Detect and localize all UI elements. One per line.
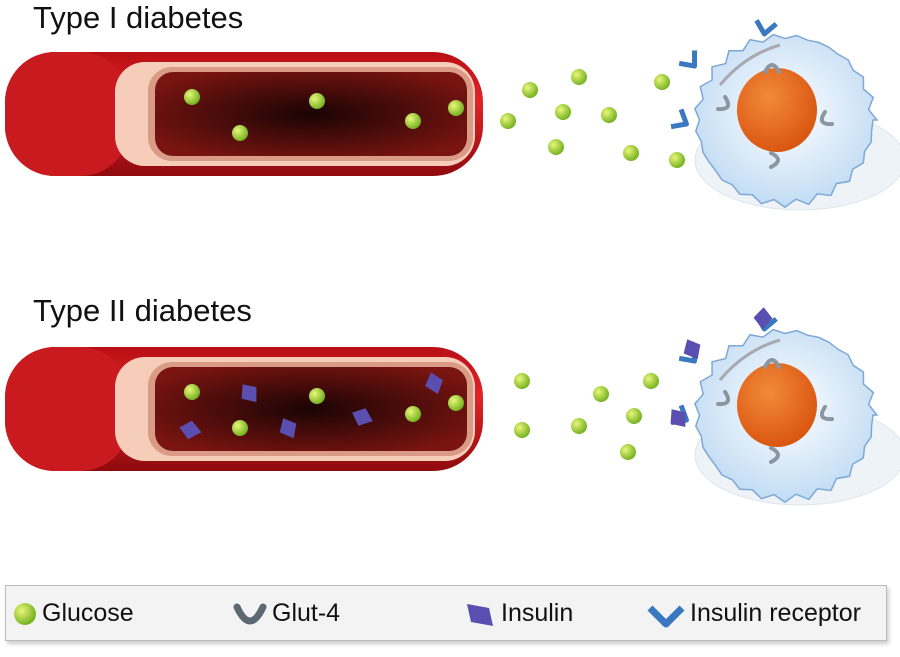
- legend-insulin-receptor: Insulin receptor: [646, 599, 861, 628]
- legend: Glucose Glut-4 Insulin Insulin receptor: [5, 585, 887, 641]
- glucose-icon: [232, 420, 248, 436]
- insulin-receptor-icon: [670, 108, 689, 130]
- legend-glucose-label: Glucose: [42, 599, 134, 627]
- vessel-cut-end: [5, 52, 130, 176]
- glut4-icon: [763, 358, 781, 369]
- insulin-icon: [179, 420, 202, 440]
- glucose-icon: [448, 100, 464, 116]
- legend-insulin: Insulin: [461, 599, 573, 628]
- glucose-icon: [522, 82, 538, 98]
- glut4-icon: [763, 63, 781, 74]
- glucose-icon: [555, 104, 571, 120]
- nucleus: [737, 68, 817, 152]
- glucose-icon: [654, 74, 670, 90]
- blood-vessel-type2: [5, 347, 483, 471]
- legend-insulin-label: Insulin: [501, 599, 574, 627]
- cell-type1: [694, 33, 900, 211]
- insulin-receptor-icon: [678, 50, 698, 69]
- glucose-icon: [405, 113, 421, 129]
- glut4-icon: [819, 404, 834, 422]
- cell-type2: [694, 328, 900, 506]
- glucose-icon: [514, 373, 530, 389]
- vessel-cut-end: [5, 347, 130, 471]
- glucose-icon: [669, 152, 685, 168]
- insulin-icon: [279, 418, 297, 439]
- type2-title: Type II diabetes: [33, 293, 252, 328]
- golgi: [718, 43, 781, 86]
- insulin-icon: [425, 372, 443, 395]
- blood: [155, 72, 467, 156]
- glucose-icon: [593, 386, 609, 402]
- legend-glut4: Glut-4: [232, 599, 340, 628]
- glucose-icon: [405, 406, 421, 422]
- insulin-receptor-icon: [647, 605, 685, 627]
- insulin-icon: [352, 408, 373, 426]
- glucose-icon: [643, 373, 659, 389]
- glucose-icon: [309, 388, 325, 404]
- legend-glut4-label: Glut-4: [272, 599, 341, 627]
- glucose-icon: [620, 444, 636, 460]
- glucose-icon: [623, 145, 639, 161]
- glucose-icon: [500, 113, 516, 129]
- insulin-icon: [670, 409, 686, 428]
- glucose-icon: [232, 125, 248, 141]
- glut4-icon: [819, 109, 834, 127]
- insulin-icon: [683, 339, 701, 360]
- golgi: [718, 338, 781, 381]
- insulin-icon: [753, 307, 773, 330]
- glut4-icon: [769, 446, 780, 464]
- glut4-icon: [716, 94, 731, 112]
- glucose-icon: [601, 107, 617, 123]
- glucose-icon: [571, 69, 587, 85]
- glucose-icon: [184, 89, 200, 105]
- glut4-icon: [233, 603, 267, 624]
- blood: [155, 367, 467, 451]
- blood-vessel-type1: [5, 52, 483, 176]
- glucose-icon: [626, 408, 642, 424]
- glucose-icon: [448, 395, 464, 411]
- glucose-icon: [548, 139, 564, 155]
- glucose-icon: [14, 602, 36, 625]
- glut4-icon: [716, 389, 731, 407]
- glut4-icon: [769, 151, 780, 169]
- legend-glucose: Glucose: [12, 599, 134, 628]
- insulin-icon: [467, 603, 493, 626]
- type1-title: Type I diabetes: [33, 0, 244, 35]
- legend-insulin-receptor-label: Insulin receptor: [690, 599, 861, 627]
- insulin-icon: [241, 384, 257, 403]
- glucose-icon: [571, 418, 587, 434]
- insulin-receptor-icon: [754, 19, 778, 37]
- nucleus: [737, 363, 817, 447]
- glucose-icon: [514, 422, 530, 438]
- glucose-icon: [184, 384, 200, 400]
- glucose-icon: [309, 93, 325, 109]
